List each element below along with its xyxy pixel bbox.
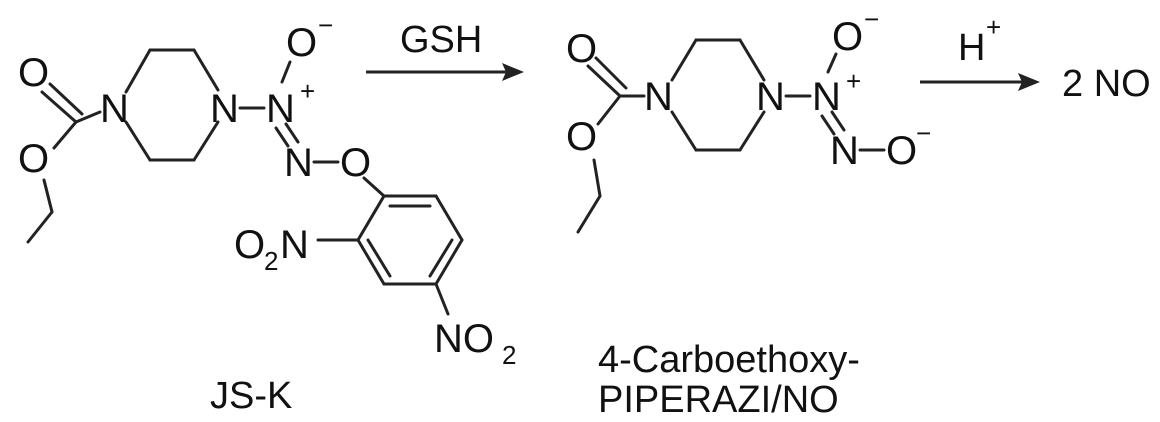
reagent-proton: H bbox=[958, 27, 985, 69]
jsk-ester-oxygen: O bbox=[18, 137, 49, 181]
inter-minus-charge-1: − bbox=[864, 4, 879, 34]
jsk-piperazine-n4: N bbox=[210, 87, 239, 131]
jsk-diazen-n: N bbox=[284, 141, 313, 185]
inter-minus-charge-2: − bbox=[916, 118, 931, 148]
reaction-arrow-2: H + bbox=[920, 12, 1040, 91]
inter-ester-oxygen: O bbox=[566, 115, 597, 159]
inter-diazen-n: N bbox=[830, 129, 859, 173]
jsk-ortho-no2-sub: 2 bbox=[264, 246, 278, 276]
inter-n-plus: N bbox=[812, 75, 841, 119]
intermediate-label-line1: 4-Carboethoxy- bbox=[598, 339, 860, 381]
piperazi-no-molecule: O O N N N + O − N O − bbox=[566, 4, 931, 234]
intermediate-label-line2: PIPERAZI/NO bbox=[598, 379, 839, 421]
jsk-ether-oxygen: O bbox=[340, 141, 371, 185]
jsk-carbonyl-oxygen: O bbox=[18, 51, 49, 95]
jsk-para-no2-sub: 2 bbox=[502, 340, 516, 370]
jsk-label: JS-K bbox=[210, 375, 292, 417]
inter-carbonyl-oxygen: O bbox=[566, 27, 597, 71]
jsk-ortho-no2-o: O bbox=[234, 223, 265, 267]
inter-n-oxide-oxygen: O bbox=[832, 15, 863, 59]
inter-piperazine-n4: N bbox=[756, 75, 785, 119]
jsk-minus-charge: − bbox=[318, 10, 333, 40]
reaction-arrow-1: GSH bbox=[366, 19, 524, 81]
jsk-ortho-no2-n: N bbox=[280, 223, 309, 267]
inter-terminal-oxygen: O bbox=[886, 129, 917, 173]
inter-plus-charge: + bbox=[846, 66, 861, 96]
reagent-proton-charge: + bbox=[986, 12, 1001, 42]
jsk-n-oxide-oxygen: O bbox=[286, 21, 317, 65]
reagent-gsh: GSH bbox=[400, 19, 482, 61]
jsk-piperazine-n1: N bbox=[100, 87, 129, 131]
jsk-molecule: O O N N N + O − N O bbox=[18, 10, 516, 370]
jsk-plus-charge: + bbox=[300, 76, 315, 106]
jsk-para-no2: NO bbox=[434, 317, 494, 361]
jsk-n-plus: N bbox=[266, 87, 295, 131]
product-2-no: 2 NO bbox=[1062, 63, 1151, 105]
inter-piperazine-n1: N bbox=[644, 75, 673, 119]
